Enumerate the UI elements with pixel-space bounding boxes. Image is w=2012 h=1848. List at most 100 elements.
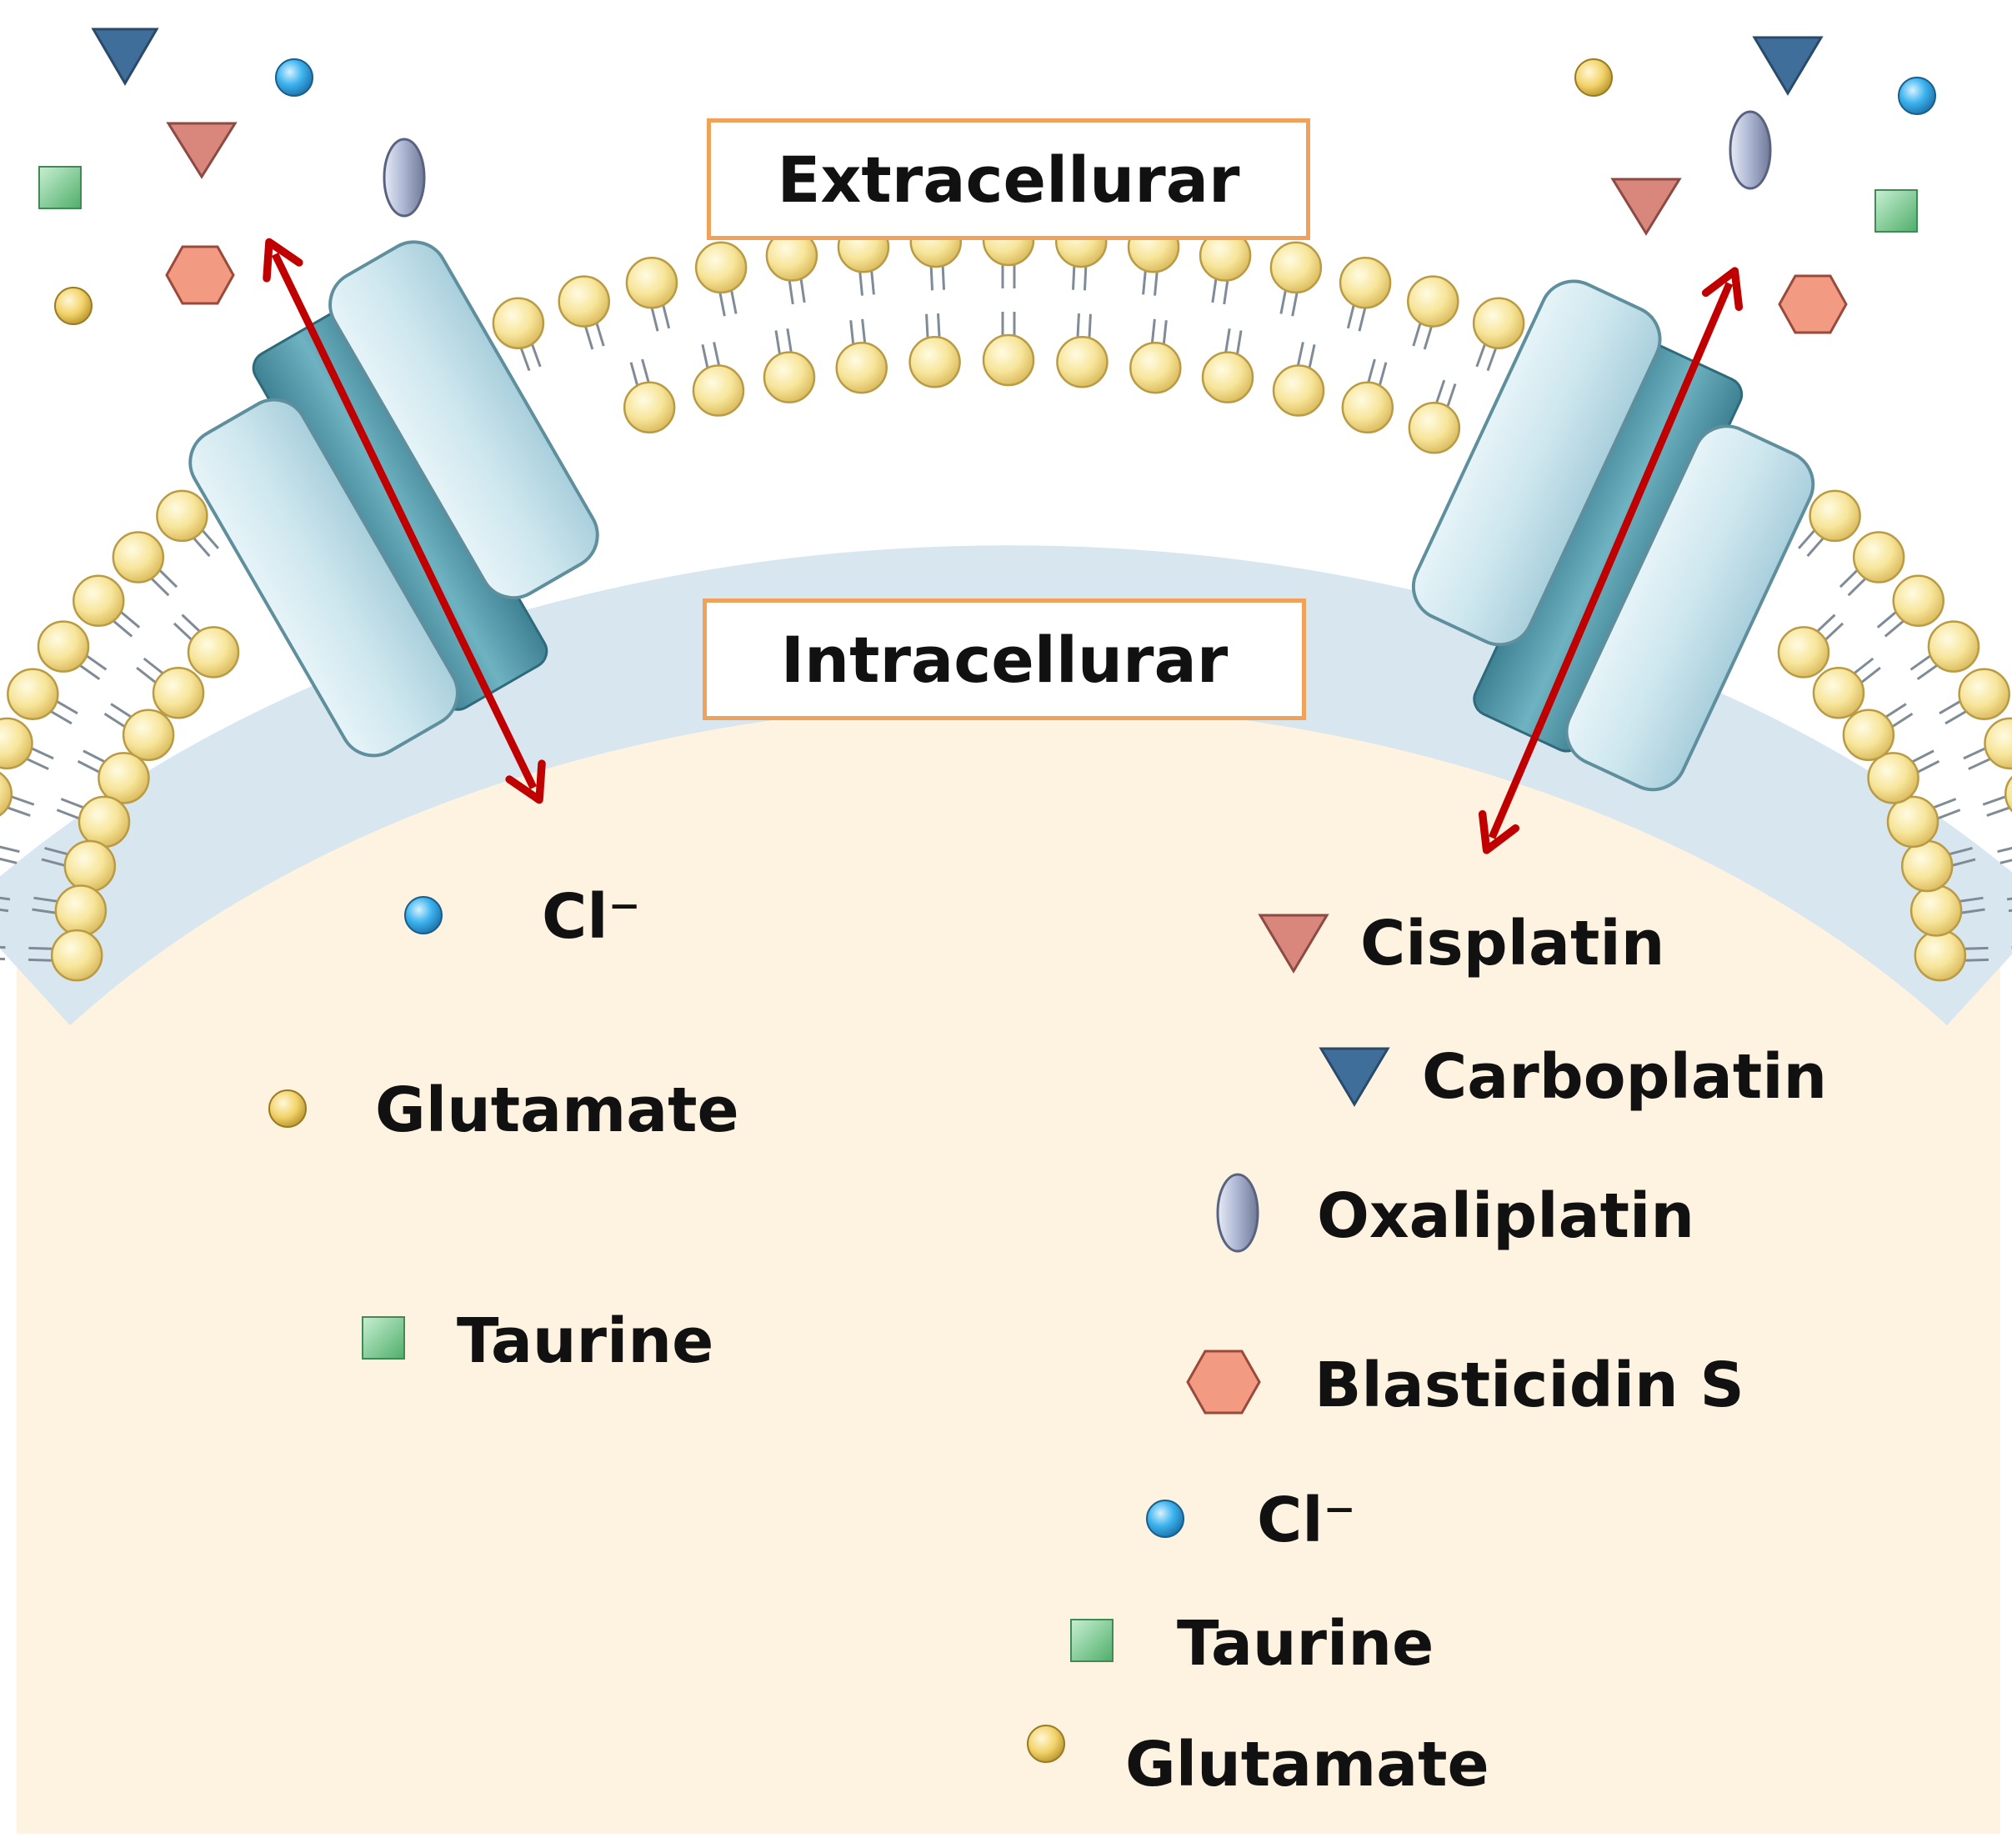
lipid-head <box>78 795 131 849</box>
left-transport-arrow <box>263 238 546 804</box>
lipid-head <box>492 297 545 349</box>
lipid-head <box>1341 381 1394 434</box>
lipid-tail <box>0 896 11 901</box>
lipid-head <box>763 351 816 403</box>
lipid-head <box>694 241 748 294</box>
lipid-head <box>1914 929 1967 982</box>
carboplatin-icon <box>1752 36 1824 96</box>
legend-label-chloride: Cl⁻ <box>1257 1485 1356 1556</box>
legend-label-cisplatin: Cisplatin <box>1360 908 1665 979</box>
lipid-head <box>7 668 59 720</box>
lipid-head <box>1472 297 1525 349</box>
lipid-head <box>1777 626 1830 679</box>
carboplatin-icon <box>91 28 159 86</box>
lipid-head <box>50 929 103 982</box>
intracellular-label: Intracellurar <box>703 598 1306 720</box>
lipid-head <box>1056 336 1109 388</box>
legend-label-glutamate: Glutamate <box>1125 1729 1489 1800</box>
glutamate-icon <box>54 287 93 325</box>
lipid-head <box>37 620 90 673</box>
lipid-tail <box>0 845 20 854</box>
lipid-head <box>1909 884 1963 937</box>
lipid-tail <box>0 857 18 864</box>
lipid-head <box>1892 574 1944 628</box>
oxaliplatin-icon <box>1729 110 1772 190</box>
lipid-head <box>1812 667 1865 719</box>
lipid-head <box>1269 241 1323 294</box>
lipid-head <box>54 884 108 937</box>
extracellular-label: Extracellurar <box>707 118 1310 240</box>
lipid-head <box>1900 839 1954 893</box>
extracellular-molecules-left <box>38 28 426 325</box>
lipid-head <box>187 626 240 679</box>
right-transport-arrow <box>1478 267 1744 854</box>
chloride-ion-icon <box>404 896 443 934</box>
cisplatin-icon <box>166 122 238 179</box>
glutamate-icon <box>1027 1725 1065 1763</box>
blasticidin-s-icon <box>1186 1350 1261 1415</box>
legend-label-taurine: Taurine <box>457 1305 714 1377</box>
lipid-head <box>1272 364 1325 417</box>
lipid-tail <box>0 908 9 913</box>
lipid-tail <box>1997 846 2012 854</box>
lipid-head <box>1984 717 2012 770</box>
lipid-head <box>1129 341 1182 394</box>
lipid-tail <box>0 945 6 949</box>
taurine-icon <box>38 166 82 209</box>
lipid-head <box>625 257 678 309</box>
lipid-head <box>623 381 676 434</box>
blasticidin-s-icon <box>1778 274 1848 334</box>
cisplatin-icon <box>1610 178 1682 236</box>
cytoplasm <box>17 624 2000 1834</box>
legend-label-glutamate: Glutamate <box>375 1074 739 1146</box>
lipid-head <box>2004 775 2012 813</box>
legend-label-carboplatin: Carboplatin <box>1422 1041 1828 1113</box>
lipid-tail <box>1999 859 2012 864</box>
legend-label-chloride: Cl⁻ <box>542 881 641 953</box>
lipid-head <box>1407 275 1459 328</box>
lipid-head <box>558 275 610 328</box>
oxaliplatin-icon <box>1216 1173 1259 1253</box>
lipid-head <box>63 839 117 893</box>
lipid-head <box>1852 531 1905 583</box>
lipid-head <box>1201 351 1254 403</box>
legend-label-oxaliplatin: Oxaliplatin <box>1317 1180 1694 1252</box>
lipid-head <box>1339 257 1392 309</box>
glutamate-icon <box>1574 58 1613 97</box>
lipid-head <box>692 364 745 417</box>
chloride-ion-icon <box>1898 77 1936 115</box>
chloride-ion-icon <box>275 58 313 97</box>
carboplatin-icon <box>1319 1047 1390 1107</box>
left-legend-icons <box>268 896 443 1360</box>
blasticidin-s-icon <box>165 245 235 305</box>
lipid-head <box>1809 489 1861 543</box>
legend-label-blasticidin-s: Blasticidin S <box>1314 1350 1744 1421</box>
lipid-head <box>98 752 150 804</box>
lipid-head <box>835 341 888 394</box>
lipid-tail <box>0 957 6 961</box>
lipid-head <box>112 531 165 583</box>
right-legend-icons <box>1027 914 1390 1763</box>
glutamate-icon <box>268 1089 307 1128</box>
lipid-head <box>1408 401 1461 454</box>
lipid-head <box>1958 668 2010 720</box>
lipid-head <box>982 333 1035 387</box>
lipid-head <box>1867 752 1919 804</box>
taurine-icon <box>1070 1619 1114 1662</box>
lipid-head <box>0 717 33 770</box>
lipid-head <box>908 336 961 388</box>
lipid-head <box>156 489 208 543</box>
lipid-head <box>122 709 175 761</box>
lipid-head <box>0 771 13 817</box>
lipid-head <box>1927 620 1980 673</box>
lipid-head <box>1842 709 1895 761</box>
taurine-icon <box>362 1316 405 1360</box>
cisplatin-icon <box>1258 914 1329 974</box>
oxaliplatin-icon <box>383 138 426 218</box>
chloride-ion-icon <box>1146 1500 1184 1538</box>
taurine-icon <box>1874 189 1918 233</box>
lipid-head <box>73 574 125 628</box>
lipid-head <box>1886 795 1939 849</box>
